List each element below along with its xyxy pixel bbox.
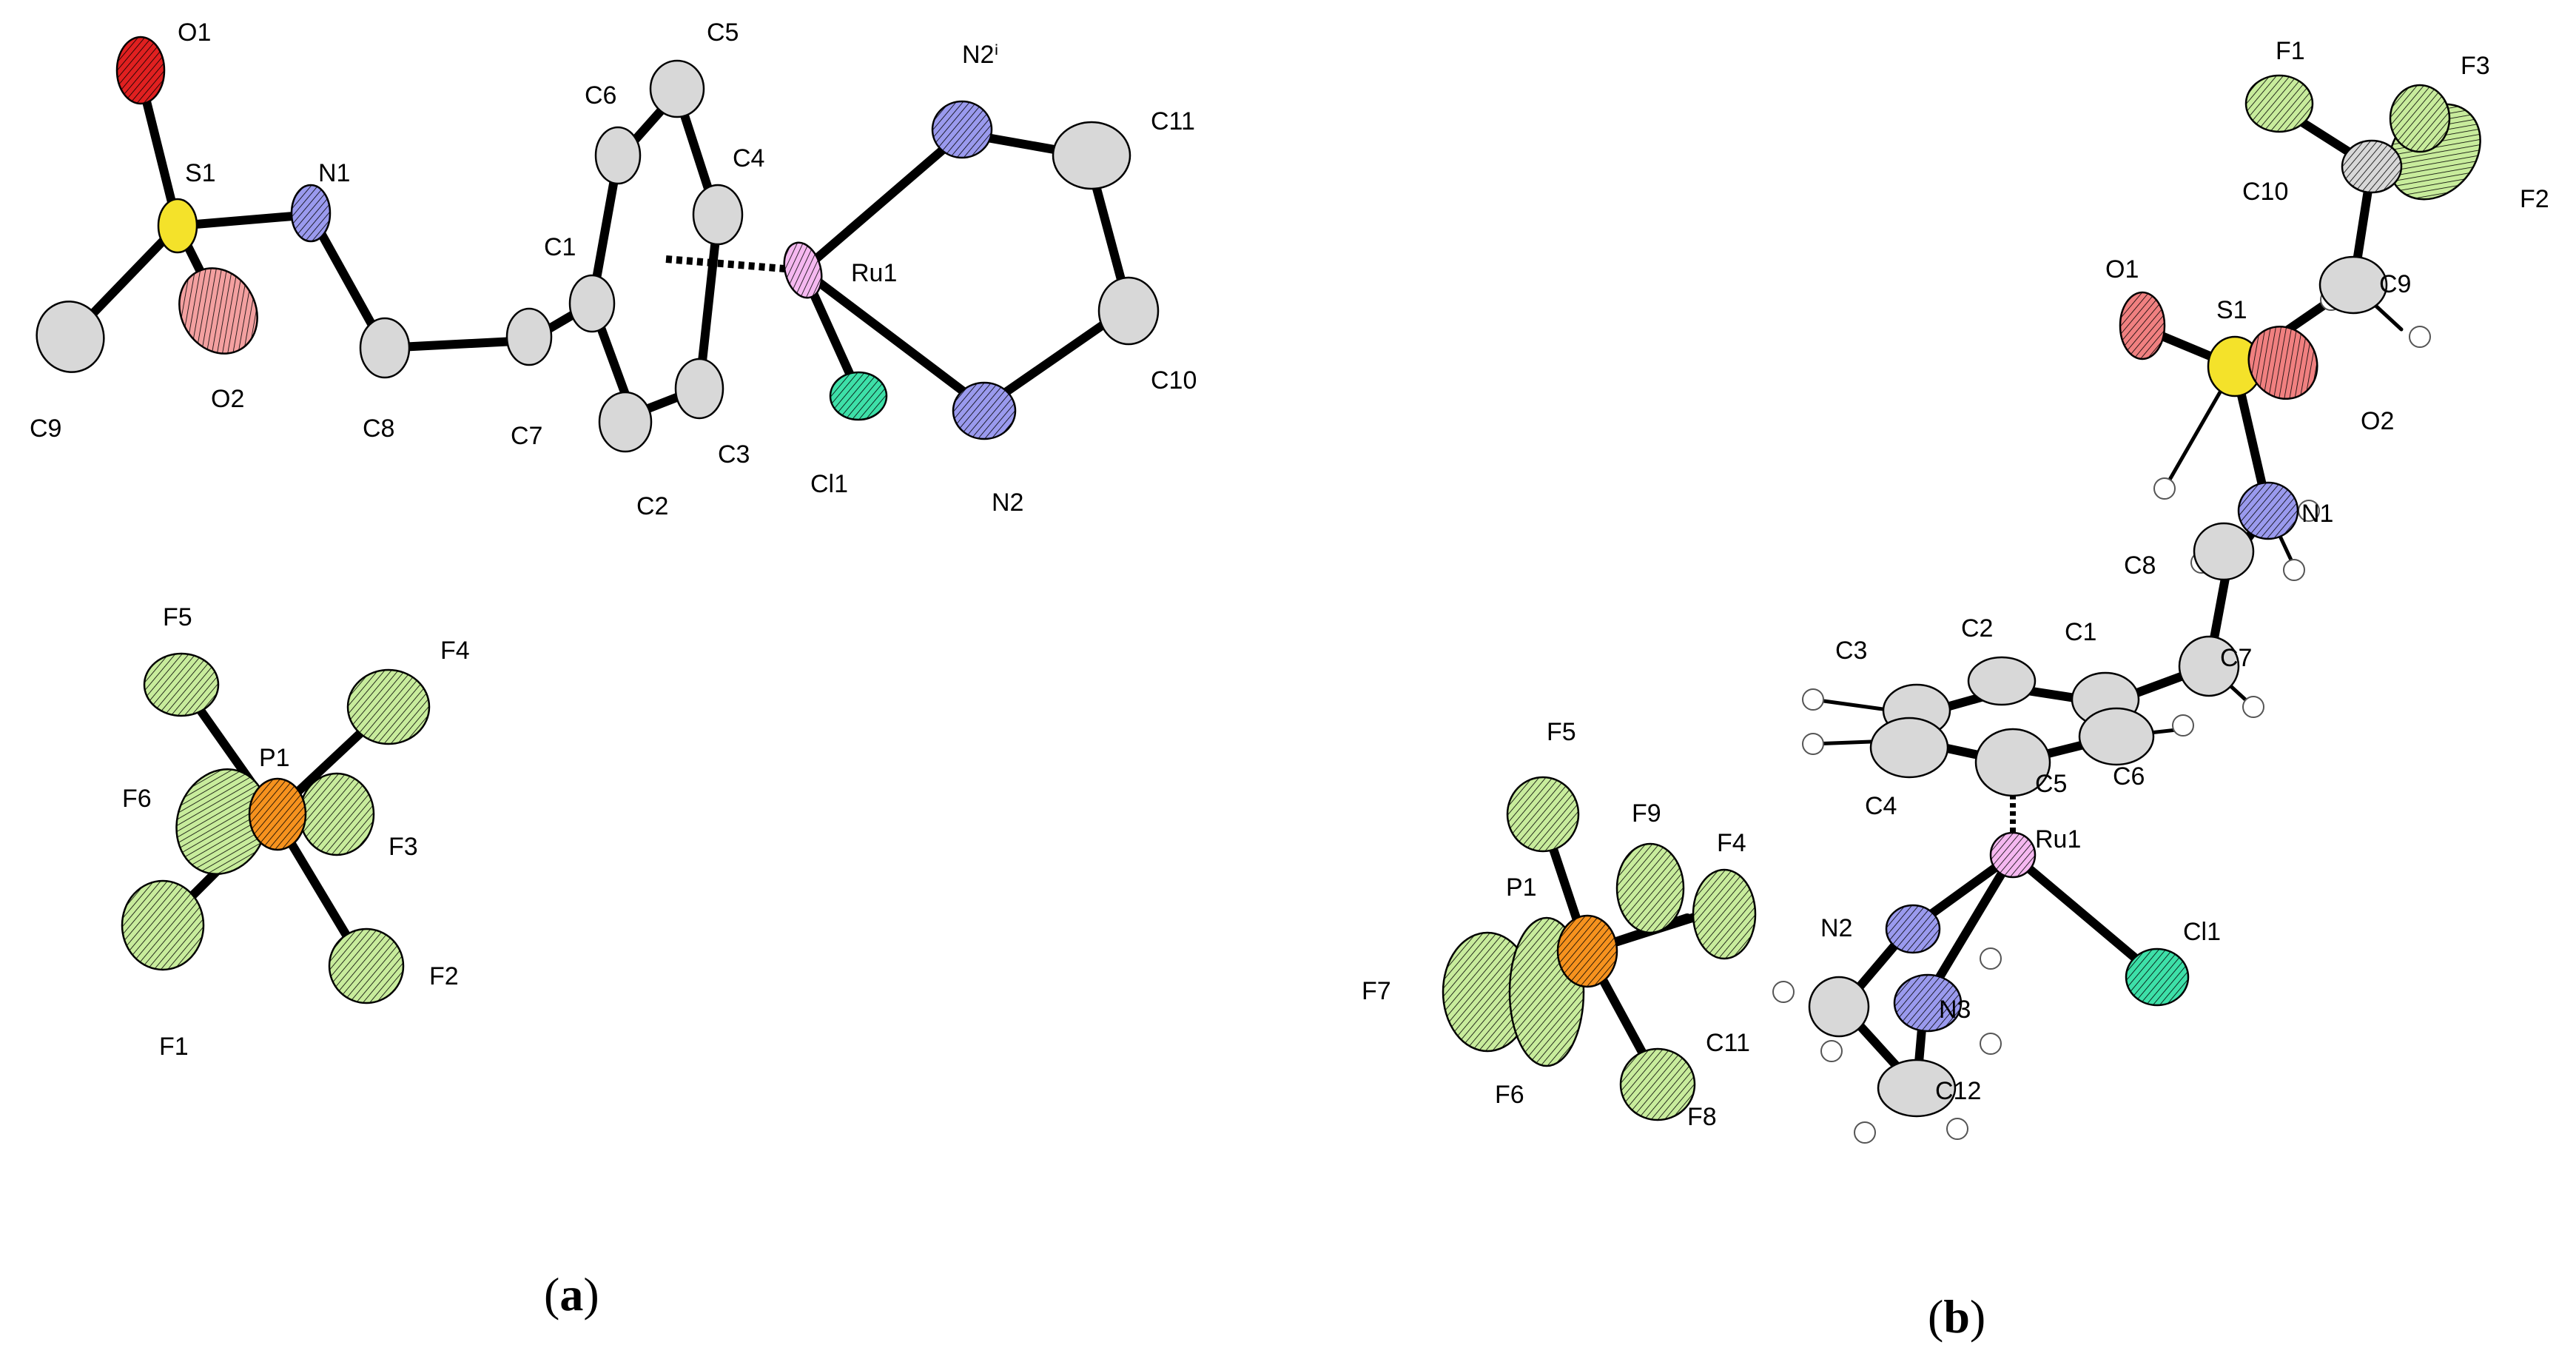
atom-C5-b xyxy=(1974,728,2051,797)
label-b-13: C7 xyxy=(2220,644,2252,672)
panel-b: F1 F3 F2 C10 C9 O1 S1 O2 N1 C8 C3 C2 C1 … xyxy=(1362,37,2549,1343)
atom-C5-a xyxy=(649,59,705,118)
label-b-6: S1 xyxy=(2216,296,2247,324)
label-a-1: S1 xyxy=(185,159,216,187)
labels-a: O1 S1 N1 C9 O2 C8 C7 C1 C6 C5 C4 C2 C3 R… xyxy=(30,19,1197,1061)
label-a-15: N2ⁱ xyxy=(962,41,999,69)
label-a-21: P1 xyxy=(259,744,290,772)
atoms-a xyxy=(36,36,1160,453)
label-b-4: C9 xyxy=(2379,270,2411,298)
label-a-0: O1 xyxy=(178,19,211,47)
label-a-14: Cl1 xyxy=(810,470,848,498)
label-a-16: C11 xyxy=(1151,107,1195,135)
atom-C6-b xyxy=(2078,707,2155,766)
atom-C12-b xyxy=(1877,1059,1957,1118)
atom-C4-a xyxy=(692,184,744,246)
label-b-12: C1 xyxy=(2065,618,2096,646)
label-b-29: F8 xyxy=(1687,1103,1717,1131)
label-b-28: F6 xyxy=(1495,1081,1524,1109)
atoms-b xyxy=(1808,74,2481,1118)
atom-C11-b xyxy=(1808,976,1870,1038)
panel-caption-a: (a) xyxy=(544,1268,599,1321)
label-b-25: F4 xyxy=(1717,829,1746,857)
label-b-20: N3 xyxy=(1939,996,1971,1024)
label-b-7: O2 xyxy=(2361,407,2394,435)
atom-C4-b xyxy=(1869,717,1949,779)
atom-C8-a xyxy=(359,317,411,379)
label-a-25: F2 xyxy=(429,962,459,990)
atom-C9-a xyxy=(36,301,105,373)
atom-C7-b xyxy=(2178,635,2240,697)
atom-C8-b xyxy=(2193,522,2255,581)
atom-S1-a xyxy=(157,198,198,254)
label-b-1: F3 xyxy=(2461,52,2490,80)
label-a-5: C8 xyxy=(363,415,394,443)
atom-C9-b xyxy=(2318,255,2388,315)
label-b-21: C11 xyxy=(1706,1029,1750,1057)
label-b-9: C8 xyxy=(2124,551,2156,580)
label-b-5: O1 xyxy=(2105,255,2139,284)
label-b-0: F1 xyxy=(2276,37,2305,65)
atom-C7-a xyxy=(505,307,553,366)
label-b-27: F7 xyxy=(1362,977,1391,1005)
atom-C11-a xyxy=(1052,121,1131,190)
label-a-8: C6 xyxy=(585,81,616,110)
label-a-9: C5 xyxy=(707,19,739,47)
label-a-3: C9 xyxy=(30,415,61,443)
label-b-22: C12 xyxy=(1935,1077,1981,1105)
label-b-16: C6 xyxy=(2113,762,2145,791)
label-b-8: N1 xyxy=(2301,500,2333,528)
label-b-26: P1 xyxy=(1506,873,1537,902)
label-a-18: N2 xyxy=(992,489,1023,517)
label-a-24: F1 xyxy=(159,1033,189,1061)
label-b-10: C3 xyxy=(1835,637,1867,665)
atom-C2-b xyxy=(1967,656,2037,706)
label-b-23: F5 xyxy=(1547,718,1576,746)
label-a-11: C2 xyxy=(636,492,668,520)
panel-a: O1 S1 N1 C9 O2 C8 C7 C1 C6 C5 C4 C2 C3 R… xyxy=(30,19,1197,1321)
label-a-10: C4 xyxy=(733,144,764,172)
label-a-13: Ru1 xyxy=(851,259,897,287)
atom-C10-a xyxy=(1097,276,1160,346)
label-a-4: O2 xyxy=(211,385,244,413)
label-a-22: F6 xyxy=(122,785,152,813)
label-b-24: F9 xyxy=(1632,799,1661,828)
label-b-14: C4 xyxy=(1865,792,1897,820)
bonds-b xyxy=(1494,110,2435,1093)
atom-C3-a xyxy=(674,358,724,420)
label-b-2: F2 xyxy=(2520,185,2549,213)
label-a-12: C3 xyxy=(718,440,750,469)
label-a-7: C1 xyxy=(544,233,576,261)
label-b-19: N2 xyxy=(1820,914,1852,942)
pf6-anion-a xyxy=(121,652,431,1004)
label-b-11: C2 xyxy=(1961,614,1993,643)
atom-C1-a xyxy=(568,274,616,333)
label-b-17: Ru1 xyxy=(2035,825,2081,853)
label-b-18: Cl1 xyxy=(2183,918,2221,946)
label-a-23: F3 xyxy=(389,833,418,861)
panel-caption-b: (b) xyxy=(1928,1290,1985,1343)
atom-C6-a xyxy=(594,126,642,185)
pf6-anion-b xyxy=(1442,776,1757,1121)
label-b-15: C5 xyxy=(2035,770,2067,798)
atom-C2-a xyxy=(598,391,653,453)
label-a-6: C7 xyxy=(511,422,542,450)
labels-b: F1 F3 F2 C10 C9 O1 S1 O2 N1 C8 C3 C2 C1 … xyxy=(1362,37,2549,1131)
label-a-17: C10 xyxy=(1151,366,1197,395)
label-a-19: F5 xyxy=(163,603,192,631)
label-b-3: C10 xyxy=(2242,178,2288,206)
label-a-2: N1 xyxy=(318,159,350,187)
label-a-20: F4 xyxy=(440,637,470,665)
